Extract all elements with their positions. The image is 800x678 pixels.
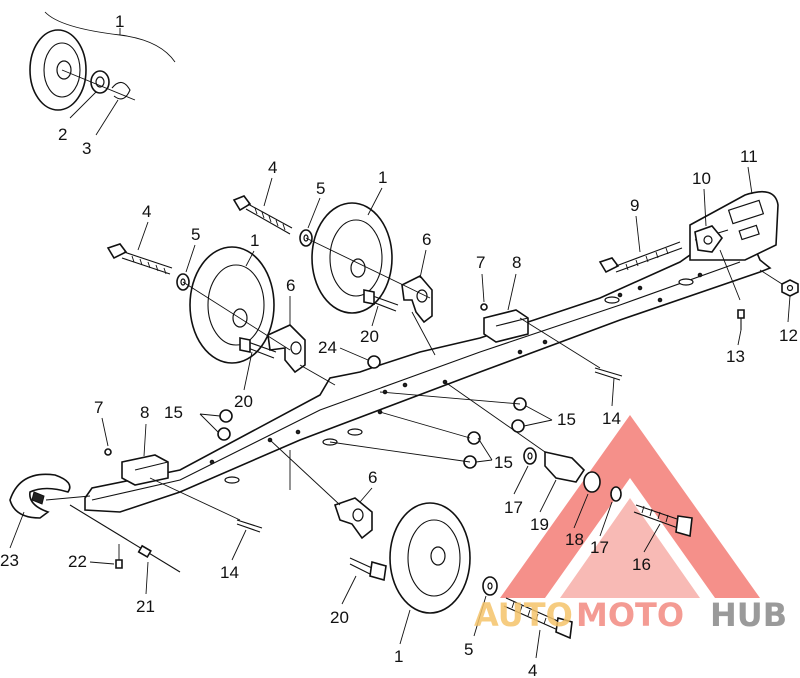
callout-24: 24 bbox=[318, 338, 337, 357]
bolt-bottom bbox=[482, 576, 573, 640]
watermark-moto: MOTO bbox=[576, 596, 684, 634]
slide-blocks bbox=[121, 309, 529, 486]
watermark-logo bbox=[500, 415, 760, 598]
callout-10: 10 bbox=[692, 169, 711, 188]
callout-17-left: 17 bbox=[504, 498, 523, 517]
bolt-16 bbox=[633, 504, 693, 538]
callout-8-left: 8 bbox=[140, 403, 149, 422]
callout-22: 22 bbox=[68, 552, 87, 571]
callout-1-left: 1 bbox=[250, 231, 259, 250]
callout-5-upper: 5 bbox=[316, 179, 325, 198]
callout-7-right: 7 bbox=[476, 253, 485, 272]
callout-9: 9 bbox=[630, 196, 639, 215]
idler-wheel-bottom bbox=[389, 502, 471, 614]
callout-1-bottom: 1 bbox=[394, 647, 403, 666]
bolt-left bbox=[106, 243, 190, 291]
idler-wheel-middle bbox=[311, 202, 393, 314]
callout-18: 18 bbox=[565, 530, 584, 549]
callout-4-upper: 4 bbox=[268, 158, 277, 177]
callout-11: 11 bbox=[740, 147, 758, 166]
front-bolts bbox=[69, 504, 181, 573]
callout-15-middle: 15 bbox=[494, 453, 513, 472]
callout-14-right: 14 bbox=[602, 409, 621, 428]
callout-1-top: 1 bbox=[115, 12, 124, 31]
callout-12: 12 bbox=[779, 326, 798, 345]
callout-17-right: 17 bbox=[590, 538, 609, 557]
watermark-auto: AUTO bbox=[474, 596, 573, 634]
callout-2: 2 bbox=[58, 125, 67, 144]
callout-5-bottom: 5 bbox=[464, 640, 473, 659]
callout-16: 16 bbox=[632, 555, 651, 574]
callout-13: 13 bbox=[726, 347, 745, 366]
detail-wheel-assembly bbox=[29, 11, 176, 136]
watermark-hub: HUB bbox=[710, 596, 787, 634]
callout-20-left: 20 bbox=[234, 392, 253, 411]
axle-bolts bbox=[239, 289, 399, 582]
rail-tip-hook bbox=[9, 473, 91, 519]
callout-15-right: 15 bbox=[557, 410, 576, 429]
bolt-upper bbox=[232, 195, 313, 247]
callout-4-left: 4 bbox=[142, 202, 151, 221]
callout-3: 3 bbox=[82, 139, 91, 158]
callout-14-left: 14 bbox=[220, 563, 239, 582]
watermark-inner-triangle-icon bbox=[560, 498, 700, 598]
slide-rail bbox=[84, 190, 779, 513]
assembly-lines bbox=[149, 237, 783, 521]
callout-21: 21 bbox=[136, 597, 155, 616]
callout-6-left: 6 bbox=[286, 276, 295, 295]
callout-23: 23 bbox=[0, 551, 19, 570]
watermark-text: AUTO MOTO HUB bbox=[474, 596, 787, 634]
callout-6-bottom: 6 bbox=[368, 468, 377, 487]
callout-15-left: 15 bbox=[164, 403, 183, 422]
callout-1-middle: 1 bbox=[378, 168, 387, 187]
callout-20-middle: 20 bbox=[360, 327, 379, 346]
small-hardware bbox=[104, 225, 799, 533]
callout-7-left: 7 bbox=[94, 398, 103, 417]
callout-6-middle: 6 bbox=[422, 230, 431, 249]
callout-19: 19 bbox=[530, 515, 549, 534]
bolts-and-washers bbox=[106, 195, 693, 640]
callouts: 1 2 3 4 5 1 6 4 5 1 6 20 24 20 7 8 9 10 … bbox=[0, 12, 798, 678]
bolt-right-9 bbox=[598, 241, 683, 274]
brackets bbox=[267, 275, 433, 540]
watermark-triangle-icon bbox=[500, 415, 760, 598]
callout-20-bottom: 20 bbox=[330, 608, 349, 627]
idler-wheel-left bbox=[189, 246, 275, 364]
callout-8-right: 8 bbox=[512, 253, 521, 272]
callout-5-left: 5 bbox=[191, 225, 200, 244]
callout-4-bottom: 4 bbox=[528, 661, 537, 678]
